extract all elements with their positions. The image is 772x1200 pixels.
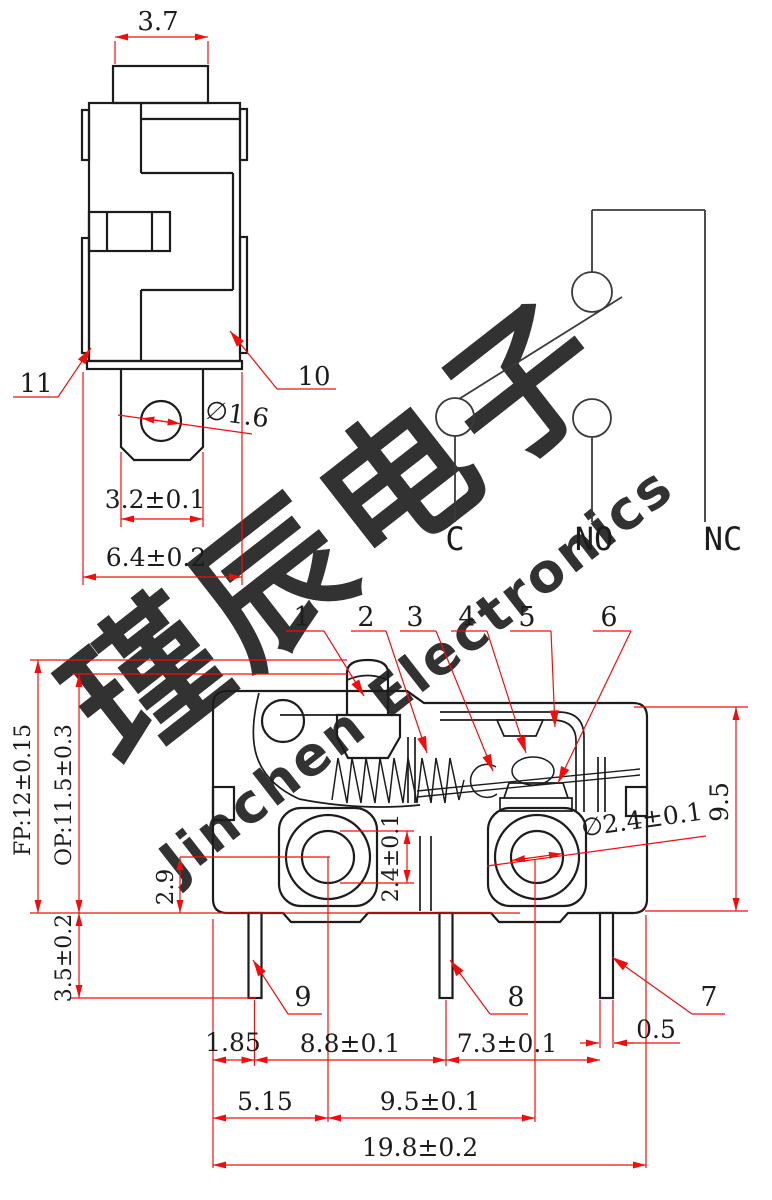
mech-floor [298,798,421,808]
callout-3: 3 [406,602,423,633]
mech-spring [331,757,465,804]
circuit-pivot-contact [571,271,613,313]
dim-top-width: 3.7 [137,7,178,37]
dim-pin-width: 0.5 [636,1015,676,1044]
mech-blade [416,768,641,798]
side-plunger [111,64,210,105]
circuit-terminal-wires [454,210,706,522]
side-view: 3.7 ∅1.6 3.2±0.1 6.4±0.2 11 10 [13,7,336,585]
callout-4: 4 [458,602,475,633]
side-terminal-hole [139,399,183,443]
callout-11: 11 [19,369,52,399]
side-terminal-tab [119,369,205,462]
side-view-dimensions [13,33,336,585]
front-right-notch [624,785,649,818]
terminal-c-label: C [445,520,464,558]
front-view-dimensions [30,630,748,1169]
terminal-no-label: NO [575,520,614,558]
dim-pitch-a: 8.8±0.1 [300,1029,400,1058]
dim-total-width: 19.8±0.2 [362,1133,478,1162]
front-pivot-hole [260,698,306,744]
dim-hole-pitch: 9.5±0.1 [380,1087,480,1116]
mech-upper-contact [495,719,545,737]
pin-left [247,911,263,1000]
front-left-notch [211,785,236,822]
mech-lower-contact [499,782,573,812]
mech-pocket-arc [252,692,300,800]
callout-1: 1 [293,602,310,633]
mech-c-clip [469,763,498,799]
mech-wall [407,737,416,803]
side-latch-detail [87,210,172,253]
mech-bracket [440,711,585,812]
callout-6: 6 [600,602,617,633]
side-body [87,101,242,363]
side-flange [85,359,244,371]
front-plunger [335,658,402,760]
callout-2: 2 [357,602,374,633]
dim-body-height: 9.5 [705,782,734,822]
callout-5: 5 [518,602,535,633]
dim-op: OP:11.5±0.3 [52,724,77,866]
dim-edge-gap: 2.9 [153,869,179,906]
dim-pin1-offset: 1.85 [205,1028,261,1057]
pin-middle [438,911,454,1000]
dim-tab-width: 3.2±0.1 [105,485,205,514]
circuit-top-wire [591,209,705,272]
dim-body-width: 6.4±0.2 [106,543,206,572]
callout-8: 8 [507,982,524,1013]
circuit-lever [458,296,623,400]
circuit-diagram: C NO NC [435,209,743,558]
dim-pitch-b: 7.3±0.1 [457,1029,557,1058]
pin-right [598,911,615,1000]
front-right-boss [486,806,588,908]
dim-fp: FP:12±0.15 [11,724,36,856]
terminal-nc-label: NC [704,520,743,558]
dim-hole-left: 2.4±0.1 [379,814,404,902]
dim-pin-length: 3.5±0.2 [52,914,77,1002]
dim-hole1-offset: 5.15 [237,1087,293,1116]
callout-9: 9 [294,982,311,1013]
callout-10: 10 [297,362,330,392]
callout-7: 7 [700,982,717,1013]
mech-contact-ball [511,756,555,786]
